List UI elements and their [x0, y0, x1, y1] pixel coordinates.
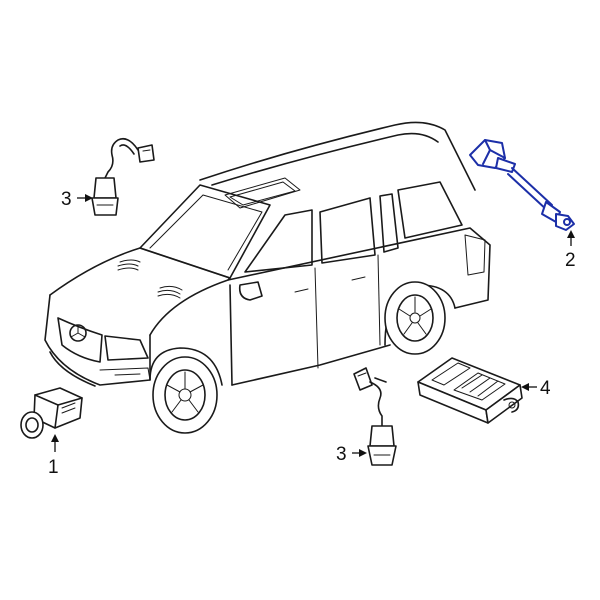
part-2-wiring-harness[interactable]	[469, 139, 575, 231]
callout-label-2: 2	[565, 250, 576, 271]
callout-label-4: 4	[540, 378, 551, 399]
part-4-control-module[interactable]	[417, 357, 523, 424]
part-3-sensor-lower[interactable]	[353, 367, 397, 466]
callout-2: 2	[565, 230, 576, 271]
callout-label-1: 1	[48, 457, 59, 478]
vehicle-illustration	[44, 121, 491, 434]
callout-3-lower: 3	[336, 444, 367, 465]
part-3-sensor-upper[interactable]	[91, 137, 155, 216]
callout-label-3-upper: 3	[61, 189, 72, 210]
part-1-camera[interactable]	[20, 387, 83, 439]
callout-4: 4	[521, 378, 551, 399]
callout-3-upper: 3	[61, 189, 93, 210]
callout-label-3-lower: 3	[336, 444, 347, 465]
callout-1: 1	[48, 434, 59, 478]
